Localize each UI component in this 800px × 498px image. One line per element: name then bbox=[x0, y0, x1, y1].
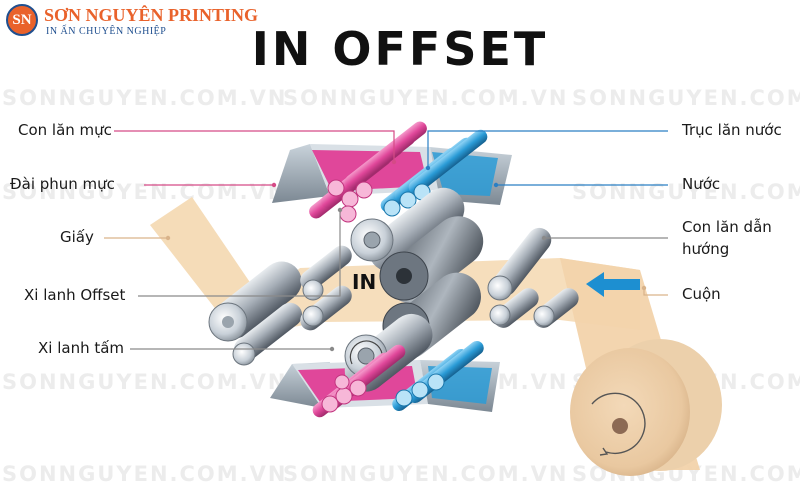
label-water: Nước bbox=[682, 175, 721, 193]
brand-logo[interactable]: SN SƠN NGUYÊN PRINTING IN ẤN CHUYÊN NGHI… bbox=[6, 4, 258, 44]
label-ink-fountain: Đài phun mực bbox=[10, 175, 115, 193]
brand-name: SƠN NGUYÊN PRINTING bbox=[44, 5, 259, 25]
watermark-text: SONNGUYEN.COM.VN bbox=[2, 86, 288, 110]
watermark-text: SONNGUYEN.COM.VN bbox=[2, 462, 288, 486]
brand-tagline: IN ẤN CHUYÊN NGHIỆP bbox=[46, 26, 167, 37]
watermark-text: SONNGUYEN.COM.VN bbox=[2, 180, 288, 204]
watermark-text: SONNGUYEN.COM.VN bbox=[283, 86, 569, 110]
watermark-text: SONNGUYEN.COM.VN bbox=[572, 86, 800, 110]
label-guide-roller-line2: hướng bbox=[682, 240, 730, 258]
upper-water-rollers bbox=[380, 129, 488, 217]
label-in: IN bbox=[352, 270, 377, 294]
watermark-text: SONNGUYEN.COM.VN bbox=[572, 180, 800, 204]
left-feed-rollers bbox=[208, 245, 352, 366]
logo-badge-text: SN bbox=[12, 12, 32, 28]
paper-web bbox=[150, 197, 722, 476]
label-water-roller-shaft: Trục lăn nước bbox=[682, 121, 782, 139]
watermark-text: SONNGUYEN.COM.VN bbox=[2, 370, 288, 394]
page-title: IN OFFSET bbox=[251, 22, 549, 76]
label-ink-roller: Con lăn mực bbox=[18, 121, 112, 139]
label-offset-cylinder: Xi lanh Offset bbox=[24, 286, 126, 304]
offset-cylinder bbox=[379, 216, 484, 304]
label-reel: Cuộn bbox=[682, 285, 721, 303]
lower-water-rollers bbox=[392, 340, 484, 412]
label-plate-cylinder: Xi lanh tấm bbox=[38, 339, 125, 357]
direction-arrow-icon bbox=[586, 272, 640, 297]
guide-rollers bbox=[487, 227, 579, 328]
watermark-text: SONNGUYEN.COM.VN bbox=[283, 462, 569, 486]
lower-ink-rollers bbox=[312, 344, 406, 418]
label-guide-roller-line1: Con lăn dẫn bbox=[682, 218, 772, 236]
leader-lines bbox=[104, 130, 668, 352]
label-paper: Giấy bbox=[60, 228, 94, 246]
logo-badge-icon: SN bbox=[6, 4, 38, 36]
upper-plate-cylinder bbox=[350, 187, 465, 272]
